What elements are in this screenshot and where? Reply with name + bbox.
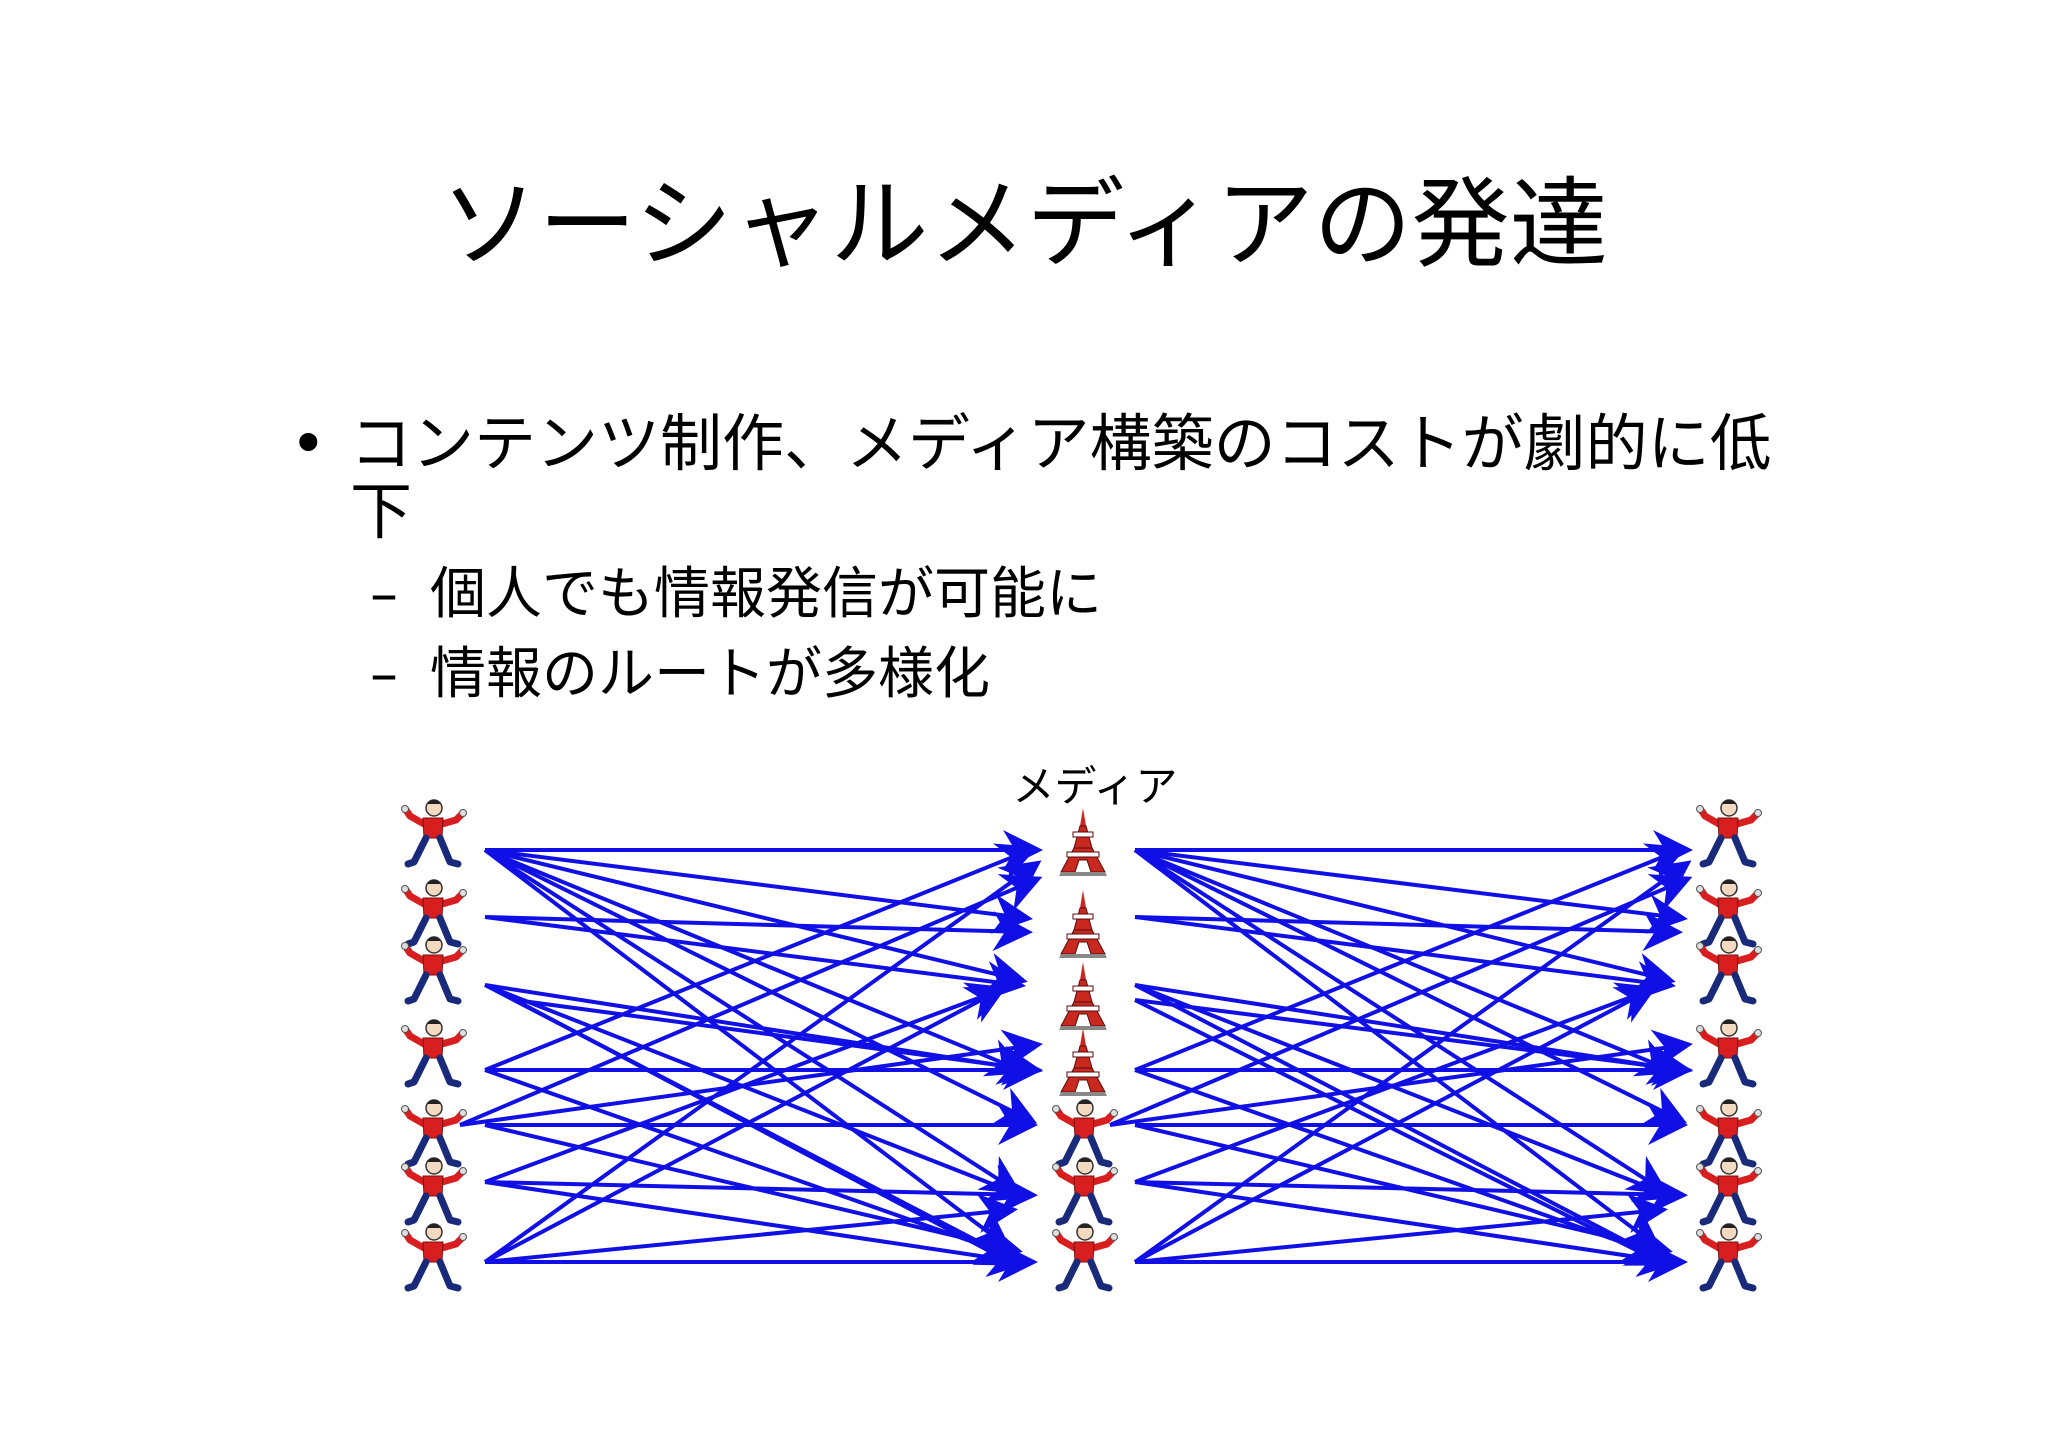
flow-arrow: [1134, 911, 1683, 952]
tower-icon: [1059, 962, 1107, 1030]
person-icon: [1052, 1099, 1118, 1168]
flow-arrow: [483, 860, 1042, 1264]
person-icon: [1696, 1019, 1762, 1088]
flow-arrow: [1134, 982, 1658, 1184]
person-icon: [401, 799, 467, 868]
flow-arrow: [1134, 983, 1676, 1202]
flow-arrow: [1134, 983, 1666, 1262]
arrows-layer: [459, 830, 1693, 1282]
sub-bullet-text: 個人でも情報発信が可能に: [430, 562, 1102, 627]
bullet-text: コンテンツ制作、メディア構築のコストが劇的に低下: [350, 407, 1772, 548]
figures-layer: [401, 799, 1762, 1292]
person-icon: [401, 936, 467, 1005]
person-icon: [401, 1223, 467, 1292]
flow-arrow: [1133, 848, 1662, 1250]
flow-arrow: [484, 911, 1033, 952]
flow-arrow: [484, 986, 1008, 1264]
flow-arrow: [484, 843, 1038, 1072]
flow-arrow: [1109, 874, 1693, 1127]
person-icon: [1696, 936, 1762, 1005]
flow-arrow: [483, 848, 1012, 1250]
flow-arrow: [1134, 848, 1688, 1124]
flow-arrow: [484, 848, 1038, 1124]
flow-arrow: [1134, 986, 1658, 1264]
person-icon: [1696, 1099, 1762, 1168]
flow-arrow: [483, 848, 1022, 1195]
flow-arrow: [484, 848, 1033, 934]
flow-arrow: [484, 1193, 1018, 1264]
sub-bullet-marker: –: [370, 642, 398, 707]
sub-bullet-item: – 個人でも情報発信が可能に: [290, 562, 1810, 628]
person-icon: [1696, 879, 1762, 948]
flow-arrow: [484, 1174, 1038, 1215]
bullet-item: • コンテンツ制作、メディア構築のコストが劇的に低下: [290, 410, 1810, 546]
person-icon: [401, 1099, 467, 1168]
flow-arrow: [484, 848, 1028, 992]
person-icon: [1696, 1157, 1762, 1226]
person-icon: [1052, 1223, 1118, 1292]
person-icon: [1052, 1157, 1118, 1226]
flow-arrow: [1134, 843, 1688, 1072]
slide-title: ソーシャルメディアの発達: [440, 168, 1608, 282]
flow-arrow: [1134, 1193, 1668, 1264]
sub-bullet-text: 情報のルートが多様化: [430, 642, 990, 707]
flow-arrow: [484, 983, 1028, 1202]
flow-arrow: [484, 982, 1008, 1184]
person-icon: [1696, 1223, 1762, 1292]
tower-icon: [1059, 1028, 1107, 1096]
media-label: メディア: [1012, 762, 1178, 811]
flow-arrow: [1134, 848, 1688, 934]
flow-arrow: [1133, 860, 1692, 1264]
flow-arrow: [1134, 848, 1676, 992]
person-icon: [401, 879, 467, 948]
flow-arrow: [459, 874, 1043, 1127]
tower-icon: [1059, 808, 1107, 876]
flow-arrow: [1134, 915, 1676, 1001]
person-icon: [401, 1157, 467, 1226]
person-icon: [401, 1019, 467, 1088]
flow-arrow: [484, 915, 1026, 1001]
sub-bullet-marker: –: [370, 562, 398, 627]
sub-bullet-item: – 情報のルートが多様化: [290, 642, 1810, 708]
person-icon: [1696, 799, 1762, 868]
tower-icon: [1059, 890, 1107, 958]
flow-arrow: [1134, 1068, 1666, 1264]
bullet-marker: •: [290, 407, 327, 480]
flow-arrow: [1134, 1174, 1688, 1215]
flow-arrow: [484, 1068, 1018, 1264]
bullet-list: • コンテンツ制作、メディア構築のコストが劇的に低下 – 個人でも情報発信が可能…: [290, 410, 1810, 708]
flow-arrow: [1133, 848, 1669, 1195]
